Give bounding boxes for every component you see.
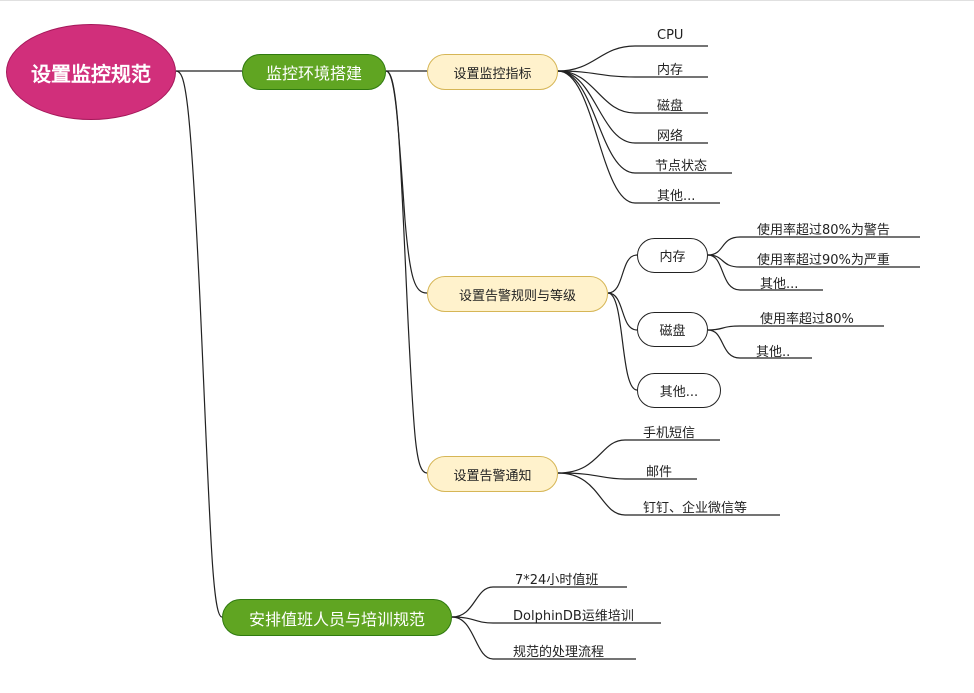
node-label: 设置监控指标 [453,66,532,82]
branch-duty-training[interactable]: 安排值班人员与培训规范 [222,599,452,636]
leaf-mem-warning[interactable]: 使用率超过80%为警告 [757,223,890,238]
leaf-disk-other[interactable]: 其他.. [756,345,791,360]
edge-notify-0 [557,439,720,474]
edge-metric-5 [557,70,720,204]
edge-duty-2 [451,616,636,660]
group-other[interactable]: 其他... [637,373,721,408]
group-label: 其他... [659,385,699,400]
edge-env-rules [385,70,428,294]
leaf-dolphindb-training[interactable]: DolphinDB运维培训 [513,609,634,624]
edge-metric-3 [557,70,708,144]
leaf-mem-other[interactable]: 其他... [760,277,799,292]
edge-metric-1 [557,70,708,78]
group-disk[interactable]: 磁盘 [637,312,708,347]
edge-mem-0 [707,236,920,256]
edge-notify-1 [557,472,697,480]
node-label: 设置告警规则与等级 [458,288,576,304]
leaf-other[interactable]: 其他... [657,189,696,204]
edge-root-duty [175,70,223,618]
leaf-node-status[interactable]: 节点状态 [655,159,708,174]
group-label: 内存 [659,250,686,265]
leaf-process-standard[interactable]: 规范的处理流程 [513,645,605,660]
edge-metric-0 [557,45,708,72]
leaf-sms[interactable]: 手机短信 [643,426,696,441]
edge-metric-2 [557,70,708,114]
edge-mem-2 [707,254,823,291]
group-label: 磁盘 [659,324,686,339]
edge-disk-1 [707,329,812,359]
edge-disk-0 [707,325,884,331]
node-label: 设置告警通知 [453,468,532,484]
leaf-disk[interactable]: 磁盘 [657,99,684,114]
leaf-disk-threshold[interactable]: 使用率超过80% [760,312,854,327]
edge-rule-mem [607,254,638,294]
leaf-dingtalk-wecom[interactable]: 钉钉、企业微信等 [643,501,748,516]
branch-label: 监控环境搭建 [265,64,362,83]
leaf-email[interactable]: 邮件 [646,465,673,480]
leaf-mem-critical[interactable]: 使用率超过90%为严重 [757,253,890,268]
edge-metric-4 [557,70,732,174]
edge-rule-disk [607,292,638,331]
leaf-cpu[interactable]: CPU [657,28,684,43]
edge-env-notify [385,70,428,474]
branch-label: 安排值班人员与培训规范 [248,609,425,629]
root-label: 设置监控规范 [31,61,151,86]
node-alert-rules[interactable]: 设置告警规则与等级 [427,276,608,312]
edge-duty-0 [451,586,627,618]
edge-rule-other [607,292,638,391]
node-metrics[interactable]: 设置监控指标 [427,54,558,90]
group-memory[interactable]: 内存 [637,238,708,273]
leaf-network[interactable]: 网络 [657,129,684,144]
edge-duty-1 [451,616,661,624]
edge-notify-2 [557,472,780,516]
leaf-24x7-duty[interactable]: 7*24小时值班 [515,573,599,588]
leaf-memory[interactable]: 内存 [657,63,684,78]
root-node[interactable]: 设置监控规范 [6,24,176,120]
branch-env-setup[interactable]: 监控环境搭建 [242,54,386,90]
top-border [0,0,974,1]
node-alert-notify[interactable]: 设置告警通知 [427,456,558,492]
